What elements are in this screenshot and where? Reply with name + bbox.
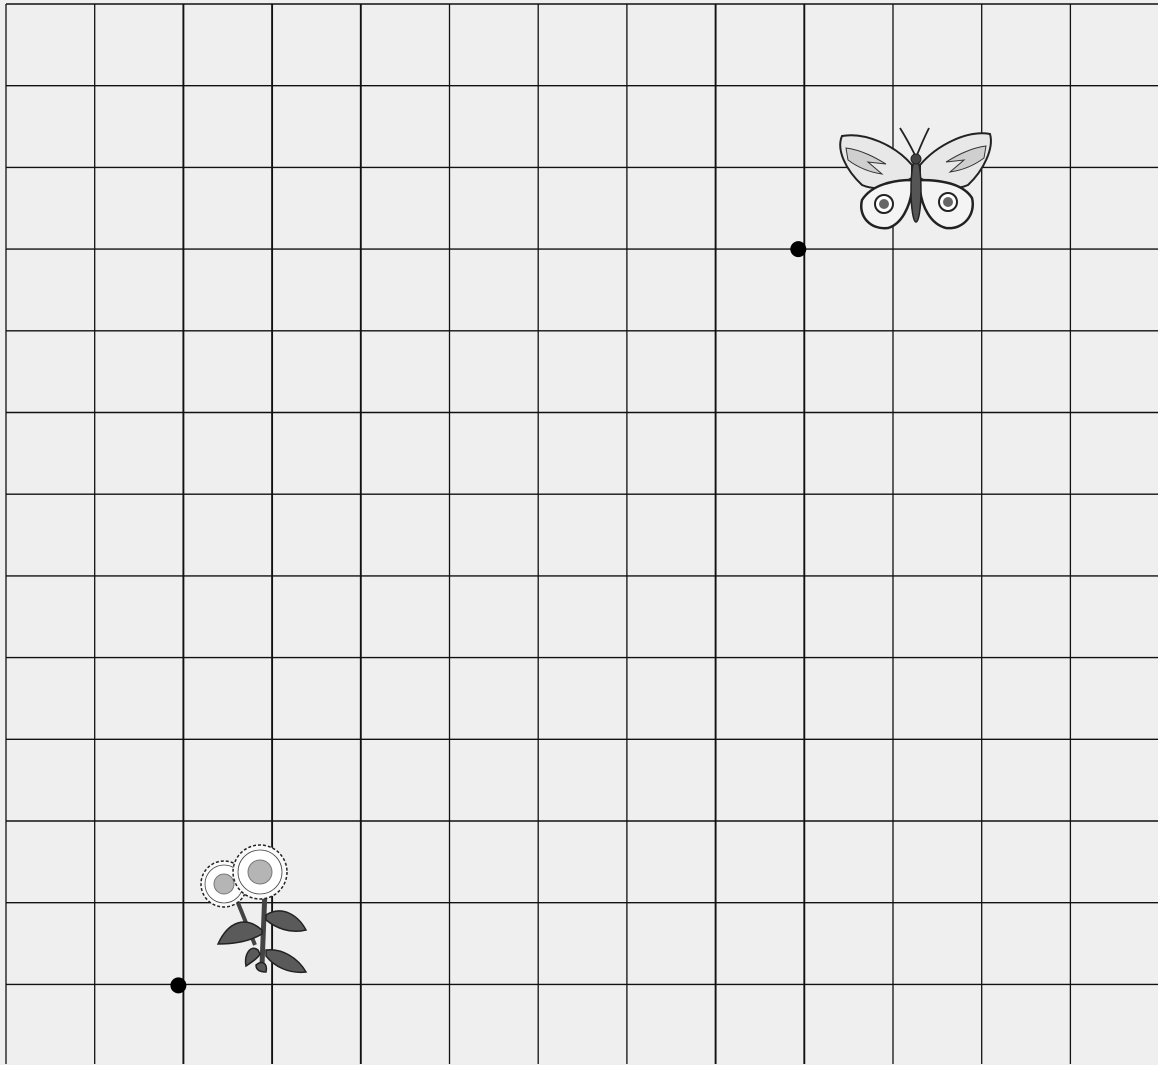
butterfly-point xyxy=(790,241,806,257)
flower-point xyxy=(170,977,186,993)
